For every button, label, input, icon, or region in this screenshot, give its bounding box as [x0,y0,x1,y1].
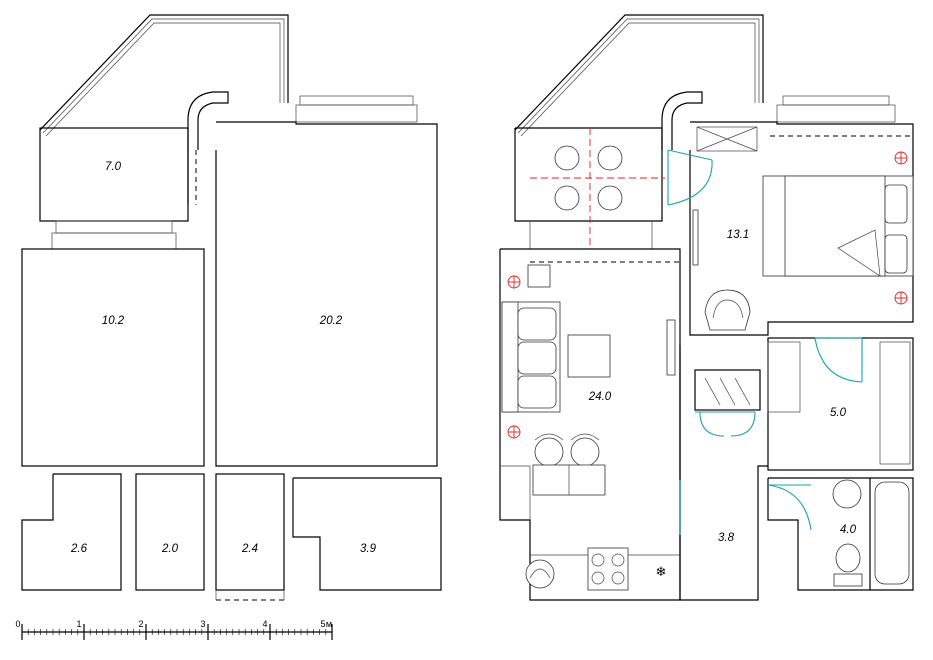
left-bottom-rooms [21,465,442,601]
left-area-label: 2.6 [70,543,88,555]
right-top-sill [776,95,896,123]
left-room-7 [39,127,189,222]
scale-tick-label: 4 [262,619,267,629]
left-room-20 [195,121,438,467]
left-area-label: 10.2 [102,315,125,327]
dining-table-set [530,128,665,249]
scale-tick-label: 2 [138,619,143,629]
right-area-label: 3.8 [718,532,735,544]
bedroom-door [667,149,713,206]
right-plan: ❄ [499,14,914,601]
right-bedroom [689,121,914,336]
right-wc [767,477,914,591]
left-plan: 7.0 10.2 20.2 2.6 2.0 2.4 3.9 [21,14,442,601]
left-area-label: 20.2 [319,315,343,327]
double-bed [762,175,914,277]
left-area-label: 7.0 [105,161,122,173]
right-hall [679,345,768,601]
scale-tick-label: 1 [76,619,81,629]
scale-tick-label: 3 [200,619,205,629]
right-dining-area [514,127,663,249]
outlet-markers [507,151,908,439]
scale-unit: м [326,619,332,629]
right-area-label: 5.0 [830,407,847,419]
scale-bar: 0 1 2 3 4 5 м [15,619,333,640]
left-window-sill [51,220,177,250]
living-tv [666,319,676,376]
left-area-label: 2.4 [241,543,258,555]
right-duct [661,91,703,150]
left-duct [187,91,229,150]
left-area-label: 3.9 [360,543,377,555]
svg-text:❄: ❄ [656,564,667,579]
left-area-label: 2.0 [161,543,179,555]
right-balcony [514,14,764,137]
kitchen-counter: ❄ [525,547,680,591]
right-area-label: 13.1 [727,229,749,241]
dining-chairs-living [532,433,606,496]
bedroom-tv [692,209,699,266]
left-balcony [39,14,289,137]
side-table [527,264,551,288]
left-room-10 [21,248,205,467]
right-area-label: 4.0 [840,524,857,536]
scale-tick-label: 0 [15,619,20,629]
bedroom-armchair [704,289,751,331]
coffee-table [567,334,611,378]
scale-tick-label: 5 [320,619,325,629]
right-bathroom-shower [767,337,914,471]
sofa [501,301,561,413]
left-top-sill [295,95,418,123]
right-area-label: 24.0 [588,391,612,403]
right-living-room [499,248,681,601]
